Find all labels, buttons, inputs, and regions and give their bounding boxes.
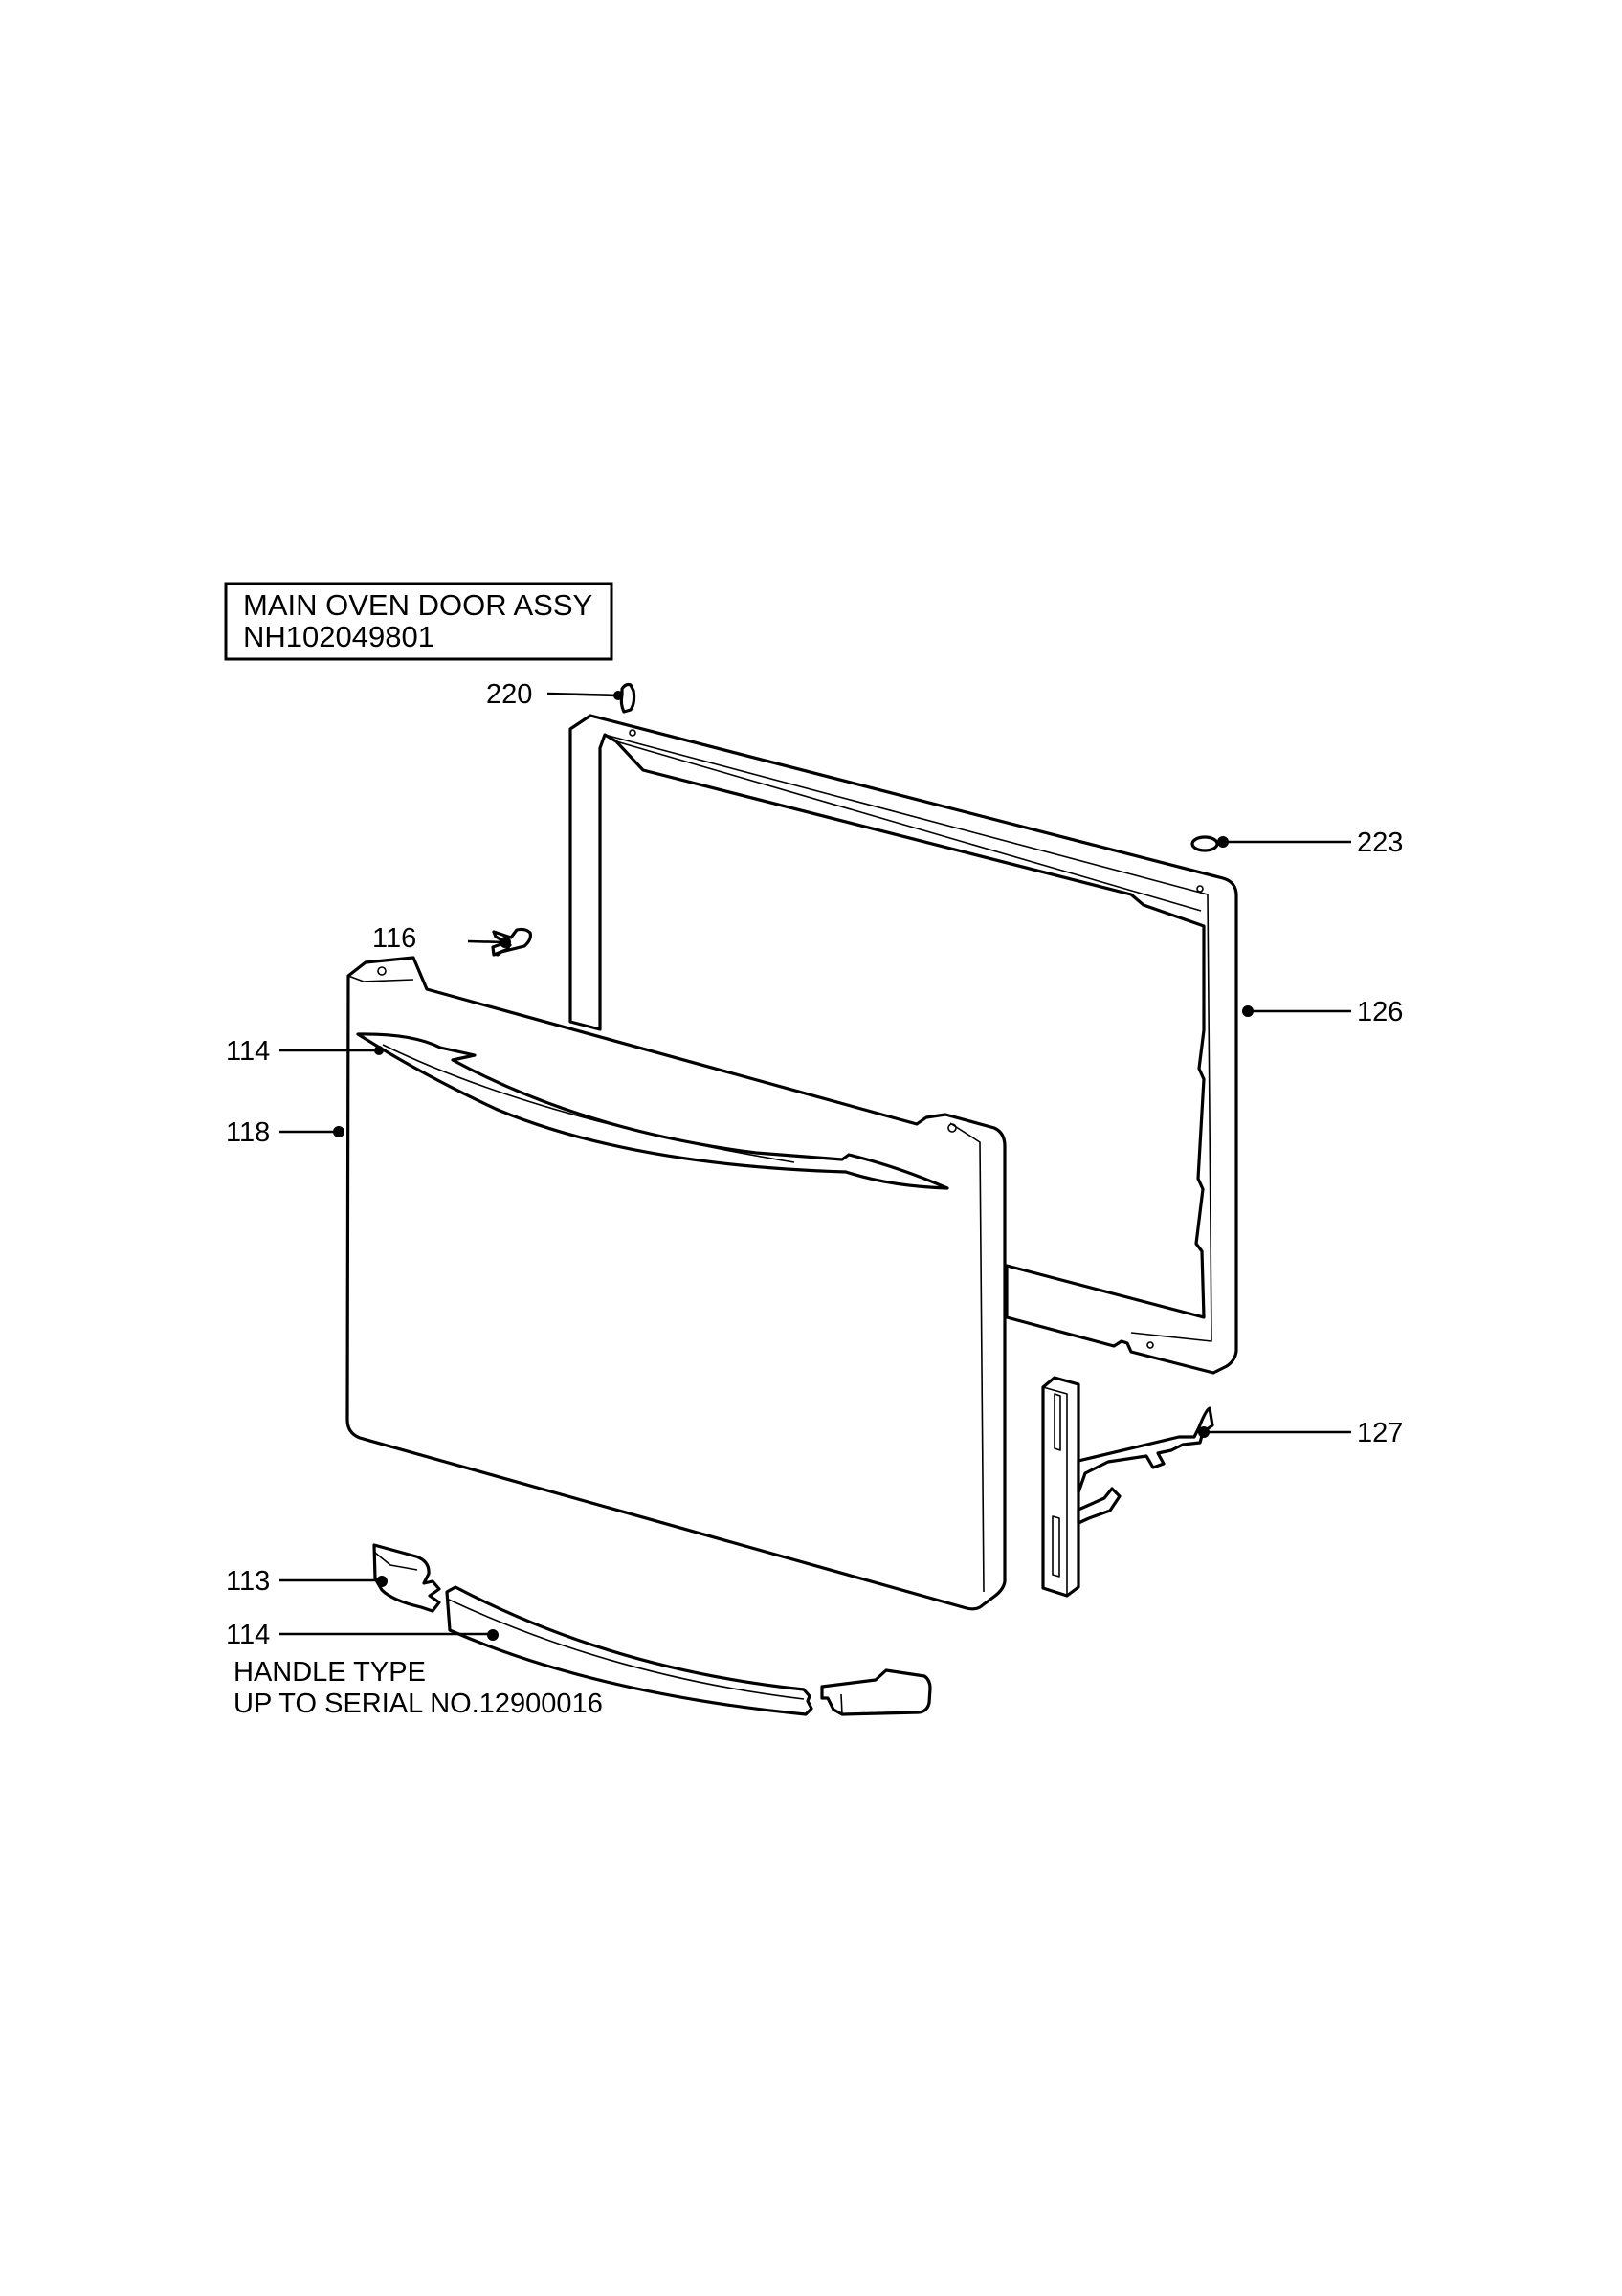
callout-labels: 220 223 116 126 114 118 127 113 114 (226, 679, 1403, 1650)
callout-127: 127 (1357, 1418, 1403, 1448)
washer (1190, 835, 1219, 852)
callout-220: 220 (486, 679, 532, 710)
title-line-1: MAIN OVEN DOOR ASSY (243, 588, 592, 622)
handle-end-cap-right (820, 1668, 932, 1716)
title-line-2: NH102049801 (243, 620, 434, 653)
inner-door-frame (568, 714, 1238, 1375)
callout-114-handle: 114 (226, 1036, 270, 1067)
callout-lines (279, 692, 1351, 1641)
handle-type-note: HANDLE TYPE UP TO SERIAL NO.12900016 (233, 1657, 603, 1719)
outer-door-panel (345, 956, 1007, 1611)
callout-116: 116 (372, 923, 416, 954)
title-box: MAIN OVEN DOOR ASSY NH102049801 (224, 582, 613, 661)
callout-114-bar: 114 (226, 1620, 270, 1650)
callout-126: 126 (1357, 997, 1403, 1027)
callout-113: 113 (226, 1566, 270, 1597)
door-handle (356, 1032, 949, 1190)
clip (613, 682, 636, 714)
callout-223: 223 (1357, 828, 1403, 858)
handle-bar (445, 1585, 813, 1716)
hinge (1041, 1376, 1214, 1598)
handle-end-cap (372, 1543, 441, 1613)
note-line-1: HANDLE TYPE (233, 1657, 426, 1688)
note-line-2: UP TO SERIAL NO.12900016 (233, 1689, 603, 1719)
callout-118: 118 (226, 1117, 270, 1148)
